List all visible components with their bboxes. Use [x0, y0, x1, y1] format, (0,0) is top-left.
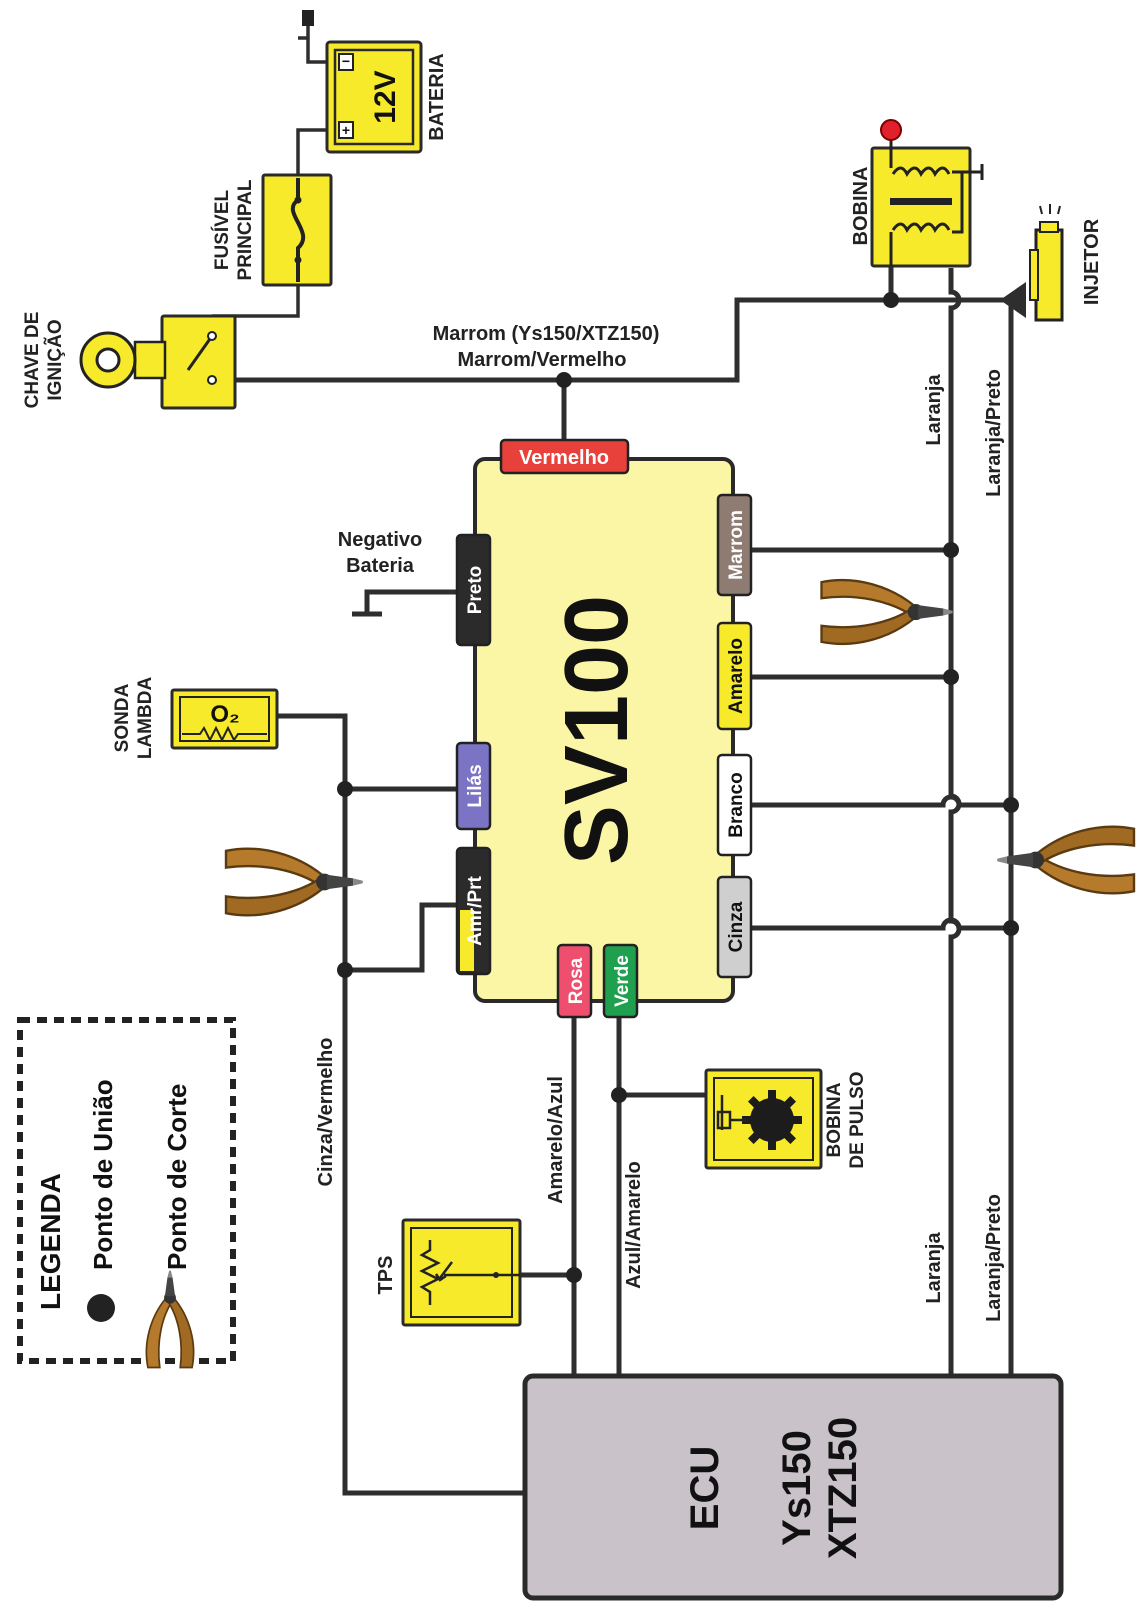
battery-voltage: 12V — [369, 70, 402, 123]
lambda-label-1: SONDA — [112, 683, 133, 752]
ignition-label-2: IGNIÇÃO — [44, 319, 66, 400]
wire-label-marrom-2: Marrom/Vermelho — [458, 349, 627, 371]
join-point — [337, 962, 353, 978]
join-point — [943, 542, 959, 558]
pin-amr-prt: Amr/Prt — [455, 846, 492, 976]
pin-rosa: Rosa — [556, 943, 593, 1019]
join-point-legend-icon — [87, 1294, 115, 1322]
legend-cut-point: Ponto de Corte — [162, 1084, 192, 1270]
cut-point-pliers-icon — [996, 825, 1136, 895]
pulse-coil-label-2: DE PULSO — [847, 1071, 868, 1168]
wire-label-laranja-preto-bottom: Laranja/Preto — [983, 1194, 1005, 1322]
amr-prt-pin-wire — [345, 902, 456, 973]
join-point — [943, 669, 959, 685]
negative-label-2: Bateria — [346, 555, 415, 577]
ecu: ECU Ys150 XTZ150 — [522, 1373, 1064, 1601]
coil-label: BOBINA — [850, 167, 872, 246]
pin-branco: Branco — [716, 753, 753, 857]
lambda-sensor: O₂ — [170, 688, 279, 750]
pulse-coil — [704, 1068, 823, 1170]
pin-vermelho: Vermelho — [499, 438, 630, 475]
ecu-model-2: XTZ150 — [821, 1417, 865, 1559]
wire-label-laranja-bottom: Laranja — [923, 1232, 945, 1304]
battery: − + 12V — [325, 40, 423, 154]
ecu-title: ECU — [683, 1446, 727, 1530]
cut-point-pliers-icon — [820, 578, 954, 646]
svg-text:Amr/Prt: Amr/Prt — [465, 875, 486, 945]
preto-ground-wire — [364, 589, 456, 612]
module-name: SV100 — [547, 595, 647, 865]
svg-text:Branco: Branco — [726, 772, 747, 837]
ecu-model-1: Ys150 — [775, 1430, 819, 1546]
svg-text:Vermelho: Vermelho — [519, 447, 609, 469]
negative-label-1: Negativo — [338, 529, 422, 551]
svg-text:Rosa: Rosa — [566, 957, 587, 1004]
svg-text:Verde: Verde — [612, 955, 633, 1007]
fuse-label-1: FUSÍVEL — [211, 189, 233, 270]
pin-amarelo: Amarelo — [716, 621, 753, 731]
svg-text:Cinza: Cinza — [726, 901, 747, 952]
svg-text:Marrom: Marrom — [726, 510, 747, 580]
wire-label-laranja-top: Laranja — [923, 374, 945, 446]
svg-text:Amarelo: Amarelo — [726, 638, 747, 714]
tps-sensor — [401, 1218, 522, 1327]
join-point — [611, 1087, 627, 1103]
battery-ground-wire — [298, 20, 328, 64]
branco-pin-wire — [747, 794, 1011, 808]
injector-connector — [1000, 282, 1026, 318]
cinza-pin-wire — [747, 917, 1011, 931]
join-point — [566, 1267, 582, 1283]
battery-label: BATERIA — [426, 53, 448, 140]
battery-ground-symbol — [302, 10, 314, 26]
ignition-coil — [870, 119, 984, 268]
laranja-wire — [948, 268, 962, 1378]
lambda-symbol: O₂ — [210, 701, 239, 728]
wire-label-laranja-preto-top: Laranja/Preto — [983, 369, 1005, 497]
battery-minus: − — [342, 53, 350, 69]
battery-plus: + — [342, 122, 350, 138]
legend-title: LEGENDA — [35, 1173, 66, 1310]
marrom-vermelho-wire — [212, 297, 1014, 383]
wire-label-marrom-1: Marrom (Ys150/XTZ150) — [433, 323, 660, 345]
fuse-label-2: PRINCIPAL — [235, 179, 256, 280]
legend-box: LEGENDA Ponto de União Ponto de Corte — [17, 1017, 236, 1369]
pin-lilas: Lilás — [455, 741, 492, 831]
cinza-vermelho-wire — [277, 713, 525, 1496]
pin-marrom: Marrom — [716, 493, 753, 597]
join-point — [1003, 920, 1019, 936]
svg-text:Lilás: Lilás — [465, 764, 486, 807]
legend-join-point: Ponto de União — [88, 1079, 118, 1270]
join-point — [337, 781, 353, 797]
pulse-coil-label-1: BOBINA — [824, 1082, 845, 1157]
injector — [1029, 204, 1064, 322]
wire-label-azul-amarelo: Azul/Amarelo — [623, 1161, 645, 1289]
ignition-switch — [79, 314, 237, 410]
pin-cinza: Cinza — [716, 875, 753, 979]
cut-point-pliers-icon — [224, 847, 364, 917]
tps-label: TPS — [375, 1256, 397, 1295]
injector-label: INJETOR — [1081, 218, 1103, 305]
wire-label-amarelo-azul: Amarelo/Azul — [545, 1076, 567, 1204]
fuse — [261, 173, 333, 287]
join-point — [556, 372, 572, 388]
ignition-label-1: CHAVE DE — [22, 312, 43, 409]
wire-label-cinza-vermelho: Cinza/Vermelho — [315, 1038, 337, 1187]
join-point — [1003, 797, 1019, 813]
svg-text:Preto: Preto — [465, 566, 486, 615]
join-point — [883, 292, 899, 308]
sv100-module: SV100 — [473, 457, 735, 1003]
pin-verde: Verde — [602, 943, 639, 1019]
lambda-label-2: LAMBDA — [135, 677, 156, 760]
pin-preto: Preto — [455, 533, 492, 647]
